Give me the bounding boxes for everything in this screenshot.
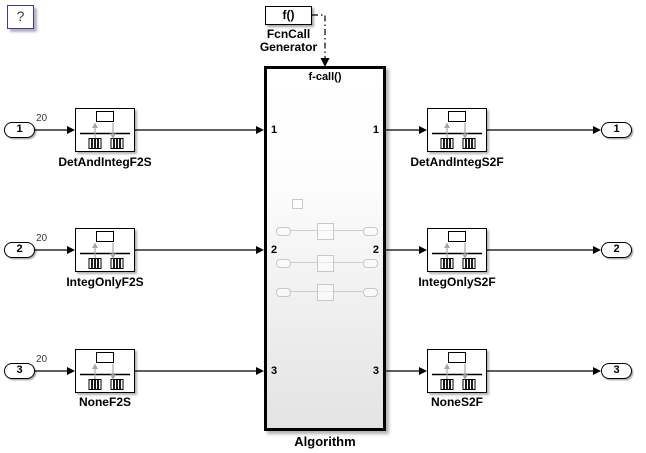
block-label-nonef2s[interactable]: NoneF2S: [78, 395, 131, 409]
block-detandintegs2f[interactable]: [427, 108, 487, 152]
block-integonlyf2s[interactable]: [75, 228, 135, 272]
block-label-integonlys2f[interactable]: IntegOnlyS2F: [418, 275, 496, 289]
signal-wire-algorithm-to-s2f1[interactable]: [386, 126, 427, 134]
algorithm-outport-label-1: 1: [372, 124, 379, 136]
signal-width-label-2: 20: [36, 233, 48, 244]
preview-block-icon: [317, 223, 334, 240]
preview-oval-icon: [276, 227, 291, 236]
signal-wire-in1[interactable]: [35, 126, 75, 134]
preview-block-icon: [317, 255, 334, 272]
signal-wire-out1[interactable]: [487, 126, 601, 134]
scaling-conversion-icon: [432, 231, 482, 269]
block-label-nones2f[interactable]: NoneS2F: [430, 395, 483, 409]
block-label-detandintegf2s[interactable]: DetAndIntegF2S: [58, 155, 152, 169]
signal-wire-f2s2-to-algorithm[interactable]: [135, 246, 264, 254]
outport-1[interactable]: 1: [601, 122, 632, 138]
signal-wire-algorithm-to-s2f3[interactable]: [386, 367, 427, 375]
algorithm-inport-label-2: 2: [271, 244, 278, 256]
outport-2[interactable]: 2: [601, 242, 632, 258]
help-button[interactable]: ?: [7, 5, 34, 29]
signal-wire-out2[interactable]: [487, 246, 601, 254]
fcncall-generator-label[interactable]: FcnCall Generator: [238, 28, 339, 54]
algorithm-outport-label-3: 3: [372, 365, 379, 377]
algorithm-name-label[interactable]: Algorithm: [294, 434, 356, 449]
scaling-conversion-icon: [432, 111, 482, 149]
signal-width-label-1: 20: [36, 113, 48, 124]
signal-width-label-3: 20: [36, 354, 48, 365]
algorithm-inport-label-1: 1: [271, 124, 278, 136]
signal-wire-f2s1-to-algorithm[interactable]: [135, 126, 264, 134]
block-integonlys2f[interactable]: [427, 228, 487, 272]
signal-wire-out3[interactable]: [487, 367, 601, 375]
signal-wire-in2[interactable]: [35, 246, 75, 254]
signal-wire-f2s3-to-algorithm[interactable]: [135, 367, 264, 375]
signal-wire-algorithm-to-s2f2[interactable]: [386, 246, 427, 254]
trigger-port-label: f-call(): [308, 71, 342, 83]
preview-square-icon: [292, 199, 303, 209]
signal-wire-in3[interactable]: [35, 367, 75, 375]
block-label-detandintegs2f[interactable]: DetAndIntegS2F: [410, 155, 504, 169]
scaling-conversion-icon: [80, 352, 130, 390]
inport-2[interactable]: 2: [4, 242, 35, 258]
inport-1[interactable]: 1: [4, 122, 35, 138]
preview-oval-icon: [363, 259, 378, 268]
outport-3[interactable]: 3: [601, 363, 632, 379]
preview-oval-icon: [276, 259, 291, 268]
preview-oval-icon: [363, 288, 378, 297]
scaling-conversion-icon: [80, 231, 130, 269]
scaling-conversion-icon: [80, 111, 130, 149]
block-nonef2s[interactable]: [75, 349, 135, 393]
scaling-conversion-icon: [432, 352, 482, 390]
preview-oval-icon: [363, 227, 378, 236]
preview-oval-icon: [276, 288, 291, 297]
algorithm-outport-label-2: 2: [372, 244, 379, 256]
preview-block-icon: [317, 284, 334, 301]
block-nones2f[interactable]: [427, 349, 487, 393]
fcncall-generator-label-line2: Generator: [259, 40, 318, 54]
inport-3[interactable]: 3: [4, 363, 35, 379]
block-label-integonlyf2s[interactable]: IntegOnlyF2S: [66, 275, 144, 289]
algorithm-inport-label-3: 3: [271, 365, 278, 377]
fcncall-generator-label-line1: FcnCall: [266, 27, 311, 41]
block-detandintegf2s[interactable]: [75, 108, 135, 152]
algorithm-subsystem-block[interactable]: f-call() 1 2 3 1 2 3: [264, 66, 386, 431]
fcncall-generator-block[interactable]: f(): [265, 6, 312, 25]
